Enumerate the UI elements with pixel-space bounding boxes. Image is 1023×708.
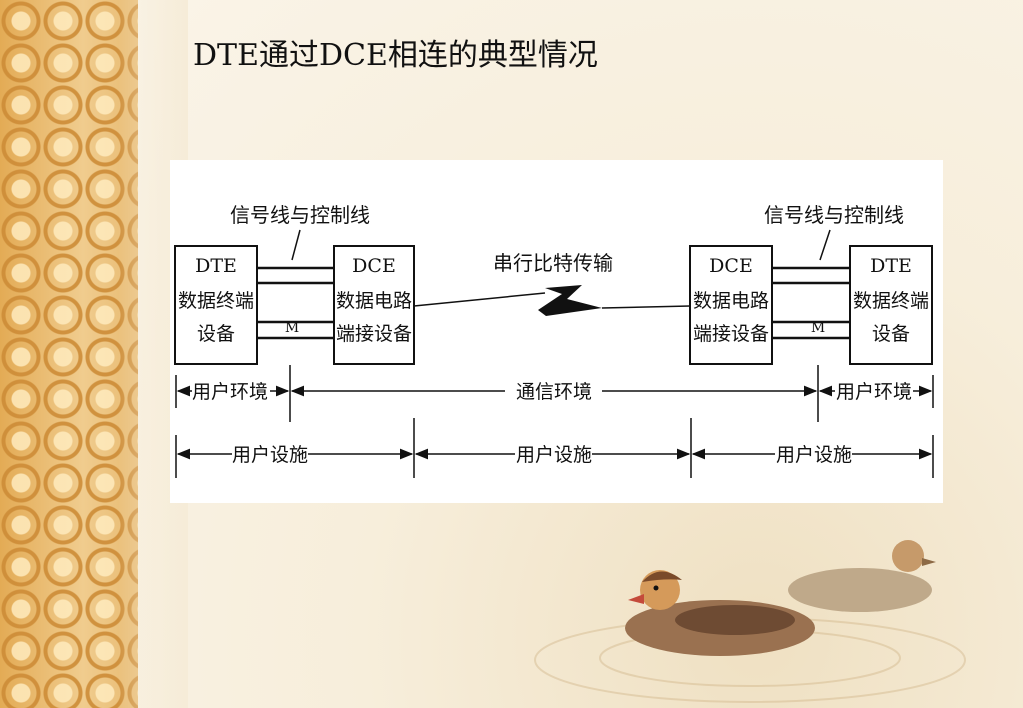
duck-back-head [892,540,924,572]
duck-back-beak [922,558,936,566]
signal-pointer-right [819,229,831,261]
dte-left-label-2: 数据终端 [178,290,254,312]
dte-left-label-1: DTE [195,255,237,277]
serial-label: 串行比特传输 [493,251,613,275]
env-comm-label: 通信环境 [516,381,592,403]
lightning-bolt [538,285,602,316]
fac-middle-label: 用户设施 [516,444,592,466]
dce-left-label-3: 端接设备 [336,323,412,345]
dte-right-label-2: 数据终端 [853,290,929,312]
m-label-right: M [811,320,825,336]
dce-right-box [689,245,773,365]
dte-right-box [849,245,933,365]
serial-line-left [413,292,546,307]
fac-right-label: 用户设施 [776,444,852,466]
dte-left-label-3: 设备 [197,323,235,345]
duck-front-wing [675,605,795,635]
dte-dce-diagram: DTE 数据终端 设备 M 信号线与控制线 DCE 数据电路 端接设备 串行比特… [174,203,934,478]
m-label-left: M [285,320,299,336]
signal-pointer-left [291,229,301,261]
serial-line-right [601,305,691,309]
diagram-figure: DTE 数据终端 设备 M 信号线与控制线 DCE 数据电路 端接设备 串行比特… [170,160,943,503]
env-user-left-label: 用户环境 [192,381,268,403]
duck-front-eye [653,585,659,591]
dte-left-box [174,245,258,365]
dce-right-label-3: 端接设备 [693,323,769,345]
dce-left-label-1: DCE [352,255,396,277]
duck-front-beak [628,594,644,604]
ducks-illustration [534,540,966,703]
signal-label-right: 信号线与控制线 [764,203,904,227]
dte-right-label-1: DTE [870,255,912,277]
slide-title: DTE通过DCE相连的典型情况 [193,38,598,73]
env-user-right-label: 用户环境 [836,381,912,403]
dce-right-label-2: 数据电路 [693,290,769,312]
decorative-pattern-strip [0,0,138,708]
dce-left-box [333,245,415,365]
fac-left-label: 用户设施 [232,444,308,466]
signal-label-left: 信号线与控制线 [230,203,370,227]
duck-back-body [788,568,932,612]
dce-left-label-2: 数据电路 [336,290,412,312]
dce-right-label-1: DCE [709,255,753,277]
duck-front-crest [642,571,682,582]
dte-right-label-3: 设备 [872,323,910,345]
